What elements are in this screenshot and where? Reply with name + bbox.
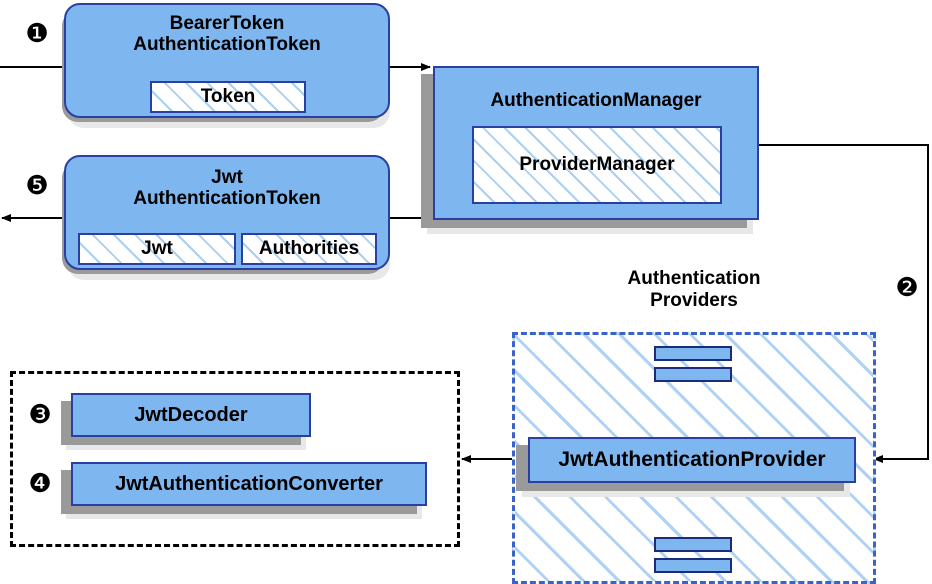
slot-provider-manager: ProviderManager bbox=[472, 126, 722, 204]
group-jwt-components bbox=[10, 371, 460, 547]
marker-3: ❸ bbox=[28, 400, 52, 430]
node-jwt-authentication-converter[interactable]: JwtAuthenticationConverter bbox=[71, 462, 427, 506]
node-jwt-decoder[interactable]: JwtDecoder bbox=[71, 393, 311, 437]
slot-jwt-label: Jwt bbox=[141, 238, 173, 260]
provider-placeholder-bar-bottom-1 bbox=[654, 537, 732, 552]
node-jwt-authentication-token[interactable]: Jwt AuthenticationToken Jwt Authorities bbox=[64, 155, 390, 270]
node-bearer-token-title: BearerToken AuthenticationToken bbox=[133, 13, 321, 56]
marker-2: ❷ bbox=[895, 273, 919, 303]
slot-token: Token bbox=[150, 81, 306, 113]
marker-1: ❶ bbox=[25, 19, 49, 49]
node-jwt-decoder-label: JwtDecoder bbox=[134, 403, 248, 426]
node-jwt-token-title: Jwt AuthenticationToken bbox=[133, 167, 321, 210]
provider-placeholder-bar-bottom-2 bbox=[654, 558, 732, 573]
node-authentication-manager-title: AuthenticationManager bbox=[490, 90, 702, 111]
node-jwt-authentication-provider-label: JwtAuthenticationProvider bbox=[558, 448, 826, 472]
node-bearer-token-authentication-token[interactable]: BearerToken AuthenticationToken Token bbox=[64, 3, 390, 118]
slot-authorities-label: Authorities bbox=[258, 238, 360, 260]
node-jwt-authentication-converter-label: JwtAuthenticationConverter bbox=[115, 472, 383, 495]
marker-4: ❹ bbox=[28, 469, 52, 499]
provider-placeholder-bar-top-2 bbox=[654, 367, 732, 382]
marker-5: ❺ bbox=[25, 171, 49, 201]
provider-placeholder-bar-top-1 bbox=[654, 346, 732, 361]
authentication-providers-label: Authentication Providers bbox=[627, 268, 761, 311]
slot-provider-manager-label: ProviderManager bbox=[519, 154, 675, 176]
node-authentication-manager[interactable]: AuthenticationManager ProviderManager bbox=[433, 66, 759, 220]
slot-authorities: Authorities bbox=[241, 233, 377, 265]
node-jwt-authentication-provider[interactable]: JwtAuthenticationProvider bbox=[528, 437, 856, 483]
slot-jwt: Jwt bbox=[78, 233, 236, 265]
slot-token-label: Token bbox=[200, 86, 256, 108]
